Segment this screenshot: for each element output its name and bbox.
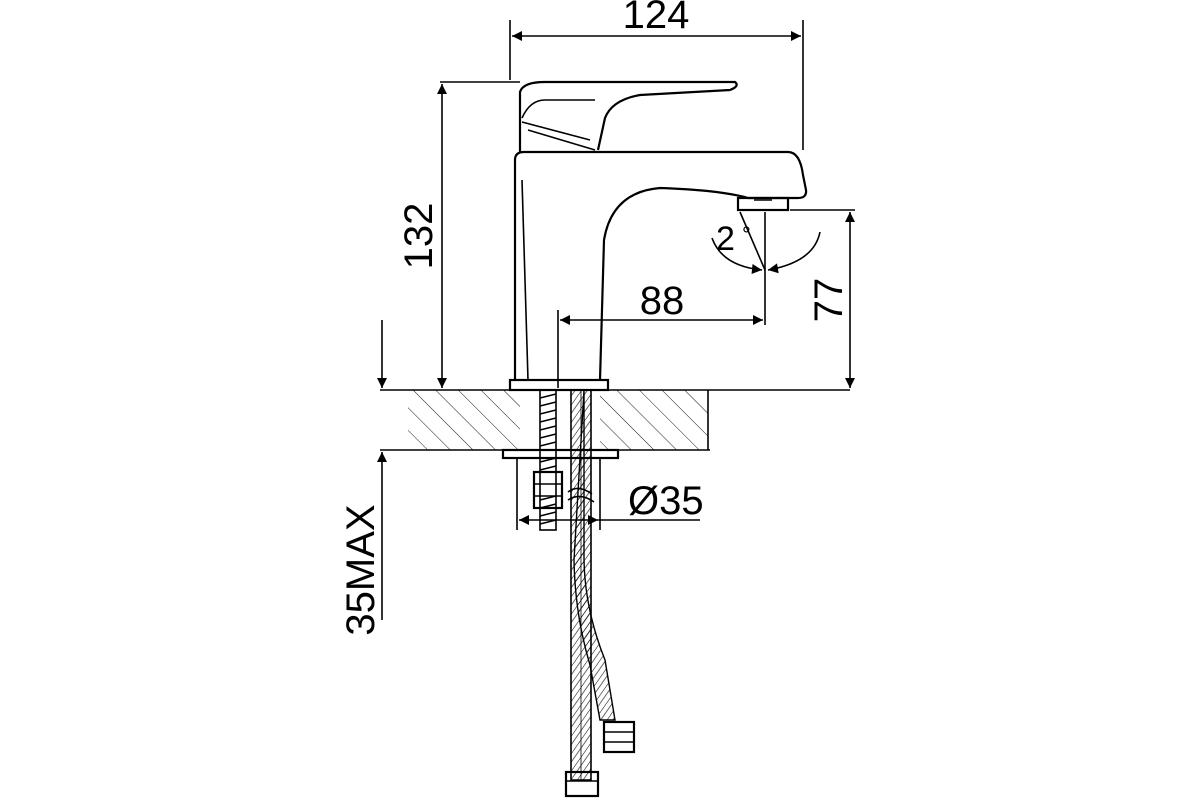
mounting-stud (501, 389, 620, 531)
dimension-width-label: 124 (623, 0, 690, 37)
dimension-max-thickness: 35MAX (339, 320, 387, 636)
supply-hoses (564, 389, 636, 798)
dimension-height: 132 (397, 84, 447, 388)
dimension-width: 124 (512, 0, 801, 41)
dimension-hole-diameter-label: Ø35 (628, 479, 704, 523)
countertop (380, 388, 850, 454)
dimension-spout-height-label: 77 (807, 278, 851, 323)
hose-nut-right (602, 720, 636, 754)
dimension-max-thickness-label: 35MAX (339, 504, 383, 635)
dimension-height-label: 132 (397, 203, 441, 270)
dimension-hole-diameter: Ø35 (519, 479, 704, 525)
degree-symbol: ° (742, 222, 751, 247)
dimension-reach-label: 88 (640, 279, 685, 323)
hose-nut-left (564, 770, 600, 798)
extension-lines (440, 20, 855, 530)
dimension-reach: 88 (560, 279, 763, 325)
dimension-angle-label: 2 (716, 220, 735, 258)
dimension-angle: 2 ° (711, 211, 821, 274)
faucet-handle (518, 80, 738, 152)
faucet-body (508, 150, 808, 392)
dimension-spout-height: 77 (807, 212, 855, 388)
